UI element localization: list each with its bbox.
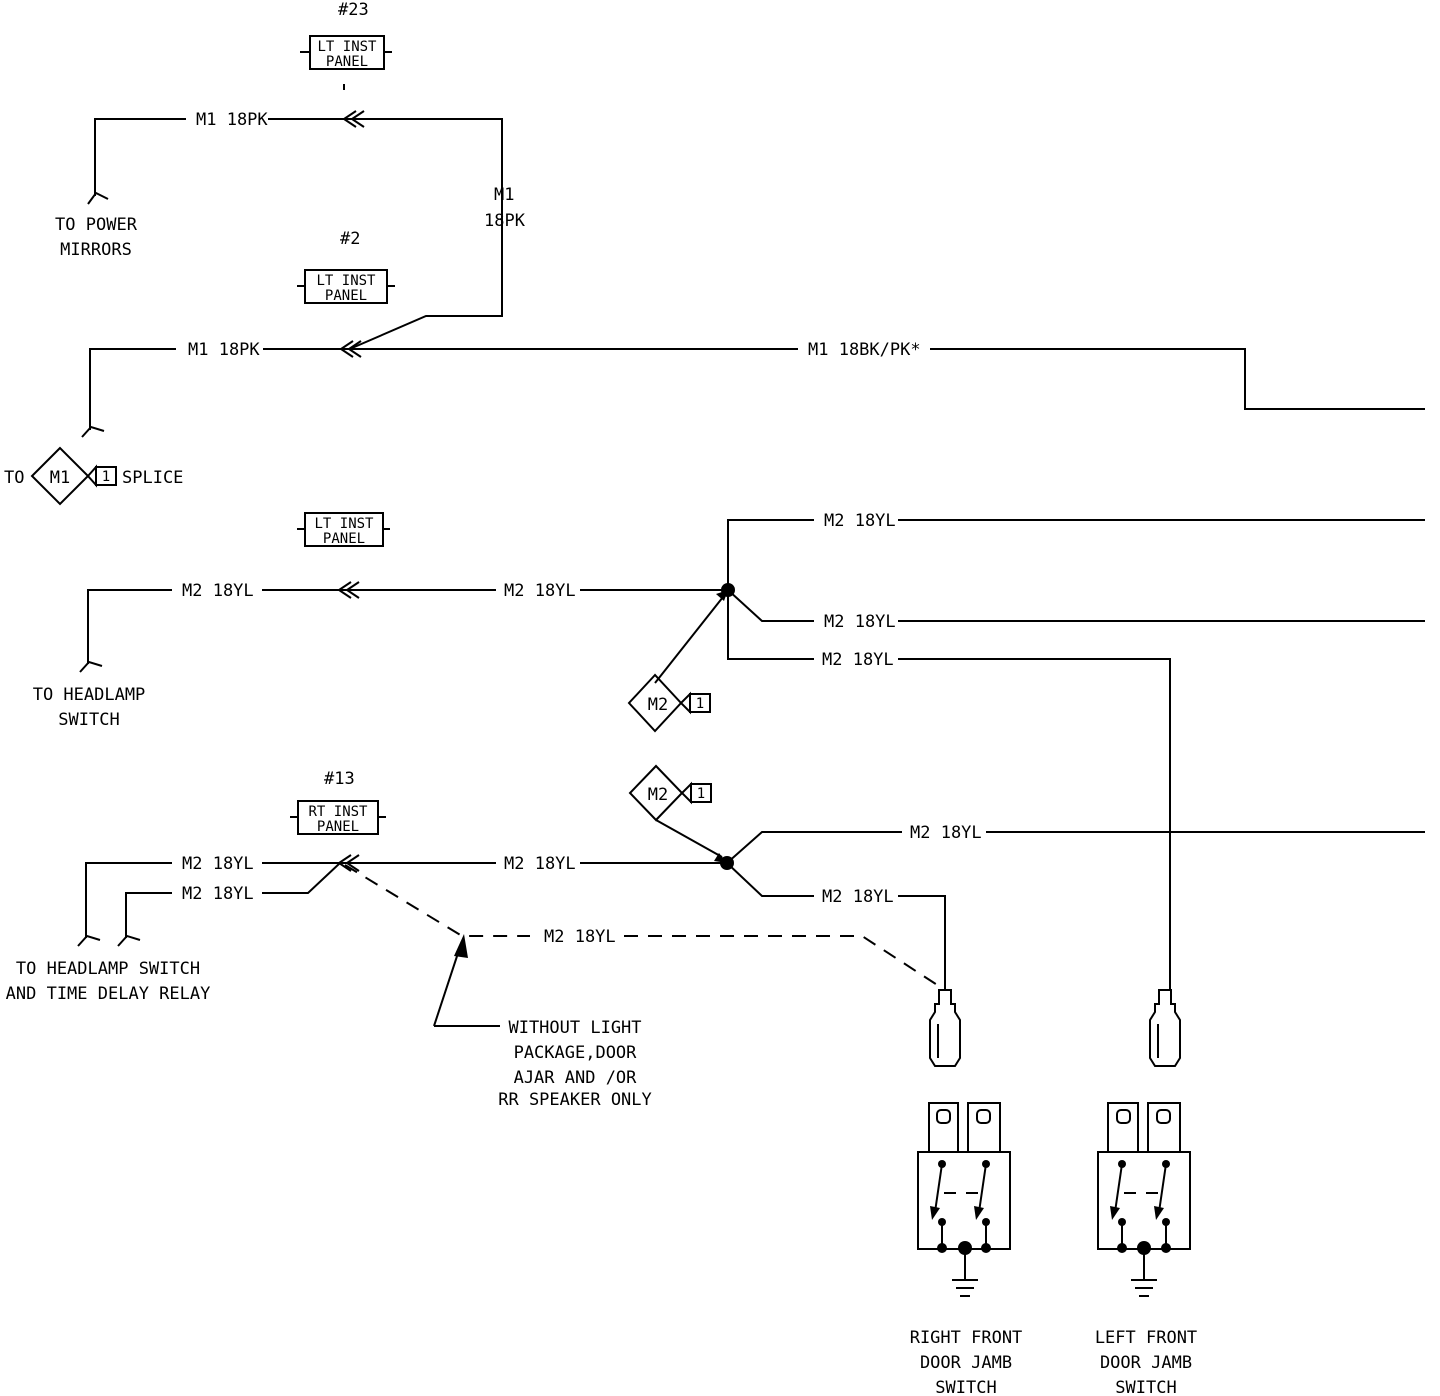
label-headlamp-relay-2: AND TIME DELAY RELAY: [6, 984, 211, 1004]
label-power-mirrors-2: MIRRORS: [60, 240, 132, 260]
splice-m1-num: 1: [102, 469, 110, 485]
label-headlamp-switch-1: TO HEADLAMP: [33, 685, 146, 705]
connector-c23-line1: LT INST: [317, 39, 377, 55]
splice-m2-lower: M2 1: [628, 764, 712, 822]
wire-m1-row1: M1 18PK M1 18PK TO POWER MIRRORS: [55, 110, 526, 349]
label-right-switch-2: DOOR JAMB: [920, 1353, 1012, 1373]
connector-c13-number: #13: [324, 769, 355, 789]
wire-label-m1-vertical-2: 18PK: [484, 211, 526, 231]
wire-label-m2-row4-left-a: M2 18YL: [182, 854, 254, 874]
note-line-1: WITHOUT LIGHT: [508, 1018, 641, 1038]
connector-c2-line2: PANEL: [325, 288, 367, 304]
label-power-mirrors-1: TO POWER: [55, 215, 138, 235]
connector-mid: LT INST PANEL: [297, 512, 390, 547]
wire-m2-dashed: M2 18YL WITHOUT LIGHT PACKAGE,DOOR AJAR …: [344, 864, 946, 1110]
splice-m1-suffix: SPLICE: [122, 468, 183, 488]
wire-label-m2-row3-mid: M2 18YL: [504, 581, 576, 601]
splice-m2-lower-num: 1: [697, 786, 705, 802]
label-right-switch-1: RIGHT FRONT: [910, 1328, 1023, 1348]
connector-c13: #13 RT INST PANEL: [290, 769, 386, 835]
splice-m1: TO M1 1 SPLICE: [4, 446, 183, 506]
note-line-2: PACKAGE,DOOR: [514, 1043, 638, 1063]
label-headlamp-relay-1: TO HEADLAMP SWITCH: [16, 959, 200, 979]
wire-label-m2-row4-right-low: M2 18YL: [822, 887, 894, 907]
wire-label-m2-dashed: M2 18YL: [544, 927, 616, 947]
splice-m1-prefix: TO: [4, 468, 24, 488]
wire-m1-row2: M1 18PK M1 18BK/PK*: [81, 340, 1425, 438]
left-door-jamb-switch: LEFT FRONT DOOR JAMB SWITCH: [1095, 989, 1197, 1396]
wire-m2-row4: M2 18YL M2 18YL M2 18YL M2 18YL M2 18YL …: [6, 819, 1425, 1004]
label-headlamp-switch-2: SWITCH: [58, 710, 119, 730]
label-left-switch-3: SWITCH: [1115, 1378, 1176, 1396]
wire-label-m2-branch-low: M2 18YL: [822, 650, 894, 670]
connector-mid-line1: LT INST: [314, 516, 374, 532]
wire-label-m1-row2-right: M1 18BK/PK*: [808, 340, 921, 360]
label-right-switch-3: SWITCH: [935, 1378, 996, 1396]
connector-c23-number: #23: [338, 0, 369, 20]
splice-m2-upper: M2 1: [627, 673, 711, 733]
wire-label-m2-row4-mid: M2 18YL: [504, 854, 576, 874]
connector-c2-line1: LT INST: [316, 273, 376, 289]
connector-c13-line2: PANEL: [317, 819, 359, 835]
note-line-3: AJAR AND /OR: [514, 1068, 638, 1088]
splice-m2-upper-name: M2: [648, 695, 668, 715]
connector-c2-number: #2: [340, 229, 360, 249]
right-door-jamb-switch: RIGHT FRONT DOOR JAMB SWITCH: [910, 989, 1023, 1396]
connector-mid-line2: PANEL: [323, 531, 365, 547]
splice-m2-upper-num: 1: [696, 696, 704, 712]
note-line-4: RR SPEAKER ONLY: [498, 1090, 652, 1110]
wire-label-m2-row4-right-top: M2 18YL: [910, 823, 982, 843]
wire-label-m2-branch-top: M2 18YL: [824, 511, 896, 531]
wire-label-m2-row3-left: M2 18YL: [182, 581, 254, 601]
connector-c23: #23 LT INST PANEL: [300, 0, 392, 90]
splice-m2-lower-name: M2: [648, 785, 668, 805]
wire-label-m1-top-left: M1 18PK: [196, 110, 268, 130]
wire-label-m2-branch-mid: M2 18YL: [824, 612, 896, 632]
wire-label-m2-row4-left-b: M2 18YL: [182, 884, 254, 904]
connector-c13-line1: RT INST: [308, 804, 368, 820]
splice-m1-name: M1: [50, 468, 70, 488]
wire-label-m1-row2-left: M1 18PK: [188, 340, 260, 360]
label-left-switch-1: LEFT FRONT: [1095, 1328, 1197, 1348]
connector-c23-line2: PANEL: [326, 54, 368, 70]
wire-label-m1-vertical-1: M1: [494, 185, 514, 205]
connector-c2: #2 LT INST PANEL: [297, 229, 395, 304]
wire-m2-row3: M2 18YL M2 18YL M2 18YL M2 18YL M2 18YL …: [33, 511, 1425, 990]
label-left-switch-2: DOOR JAMB: [1100, 1353, 1192, 1373]
